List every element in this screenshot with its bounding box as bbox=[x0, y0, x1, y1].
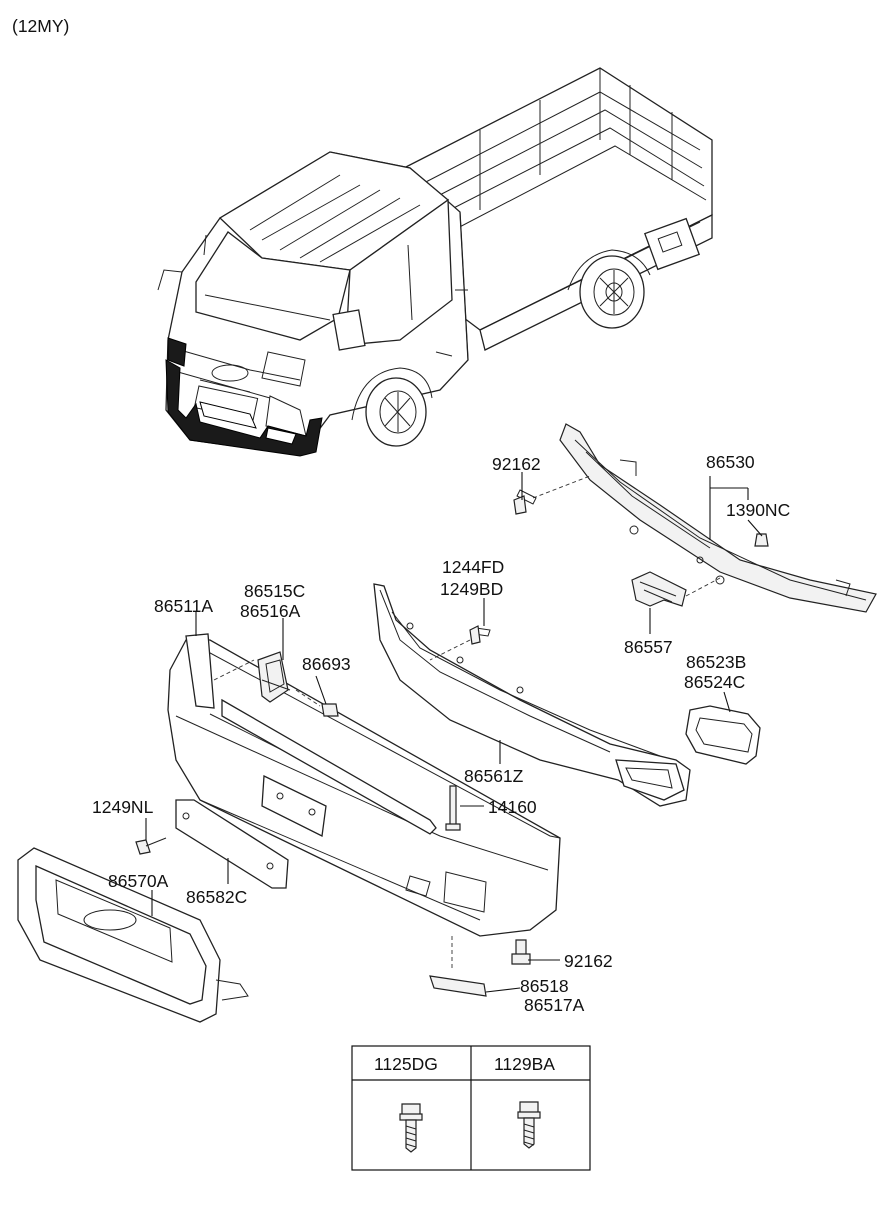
license-plate-bracket bbox=[175, 799, 289, 889]
bracket-86515c bbox=[257, 651, 291, 703]
truck-illustration bbox=[157, 67, 713, 457]
pad-86518 bbox=[429, 975, 487, 997]
table-header-1125dg: 1125DG bbox=[374, 1054, 438, 1074]
table-header-1129ba: 1129BA bbox=[494, 1054, 555, 1074]
callout-86561z: 86561Z bbox=[464, 766, 524, 786]
fastener-table bbox=[351, 1045, 591, 1171]
callout-86518: 86518 bbox=[520, 976, 569, 996]
leader-lines bbox=[145, 472, 763, 993]
cab-body bbox=[157, 151, 469, 457]
bolt-1125dg-icon bbox=[399, 1103, 423, 1153]
callout-86530: 86530 bbox=[706, 452, 755, 472]
bracket-86557 bbox=[631, 571, 721, 607]
callout-86516a: 86516A bbox=[240, 601, 301, 621]
callout-86523b: 86523B bbox=[686, 652, 746, 672]
callout-86517a: 86517A bbox=[524, 995, 585, 1015]
bolt-1129ba-icon bbox=[517, 1101, 541, 1149]
fog-lamp-bezel bbox=[685, 705, 761, 765]
bolt-1244fd bbox=[429, 625, 491, 661]
bolt-92162-top bbox=[513, 489, 537, 515]
callout-86524c: 86524C bbox=[684, 672, 745, 692]
nut-86693 bbox=[295, 689, 339, 717]
rear-wheel bbox=[567, 249, 651, 329]
callout-86582c: 86582C bbox=[186, 887, 247, 907]
callout-1244fd: 1244FD bbox=[442, 557, 504, 577]
callout-86511a: 86511A bbox=[154, 596, 213, 616]
callout-86515c: 86515C bbox=[244, 581, 305, 601]
callout-1249nl: 1249NL bbox=[92, 797, 154, 817]
callout-92162-bottom: 92162 bbox=[564, 951, 613, 971]
screw-1249nl bbox=[135, 837, 167, 855]
callout-86557: 86557 bbox=[624, 637, 673, 657]
callout-86570a: 86570A bbox=[108, 871, 169, 891]
bumper-garnish-86570a bbox=[17, 847, 249, 1023]
callout-92162-top: 92162 bbox=[492, 454, 541, 474]
front-bumper-main bbox=[167, 633, 561, 937]
bolt-14160 bbox=[445, 785, 461, 831]
clip-1390nc bbox=[754, 533, 769, 547]
lower-bumper-cover bbox=[373, 583, 691, 807]
labels: (12MY) 92162 86530 1390NC 1244FD 1249BD … bbox=[12, 16, 790, 1074]
callout-86693: 86693 bbox=[302, 654, 351, 674]
model-year-label: (12MY) bbox=[12, 16, 69, 36]
bumper-reinforcement-beam bbox=[532, 423, 877, 613]
callout-1249bd: 1249BD bbox=[440, 579, 503, 599]
bolt-92162-bottom bbox=[451, 936, 531, 970]
callout-14160: 14160 bbox=[488, 797, 537, 817]
callout-1390nc: 1390NC bbox=[726, 500, 790, 520]
front-bumper-highlight bbox=[167, 337, 187, 367]
